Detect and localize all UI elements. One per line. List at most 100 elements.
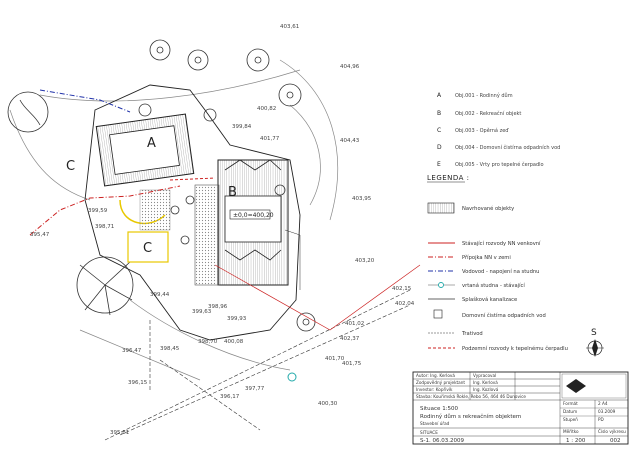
elevation-e8: 401,70 (325, 356, 345, 362)
building-a-label: A (147, 136, 156, 151)
svg-text:vrtaná studna - stávající: vrtaná studna - stávající (462, 282, 525, 289)
north-arrow: S (586, 328, 604, 357)
tree-1 (149, 39, 171, 61)
object-c-label-2: C (66, 159, 75, 174)
building-a (95, 113, 195, 187)
tb-stage-label: Stupeň (563, 417, 578, 422)
tree-4 (278, 83, 302, 107)
tb-row-3-val: Ing. Kozlová (473, 387, 499, 392)
elevation-e28: 402,04 (395, 301, 415, 307)
legend-item-wwtp: Domovní čistírna odpadních vod (433, 309, 546, 319)
elevation-e11: 399,93 (227, 316, 247, 322)
elevation-e1: 403,61 (280, 24, 299, 30)
tree-2 (187, 49, 209, 71)
svg-text:Splašková kanalizace: Splašková kanalizace (462, 296, 517, 303)
tb-sheet-label: Číslo výkresu (598, 429, 626, 434)
object-row-a: A Obj.001 - Rodinný dům (437, 92, 513, 99)
tb-row-3-key: Investor: Kopřivík (416, 387, 453, 392)
tb-drawing-title: Situace 1:500 (420, 406, 459, 412)
elevation-e14: 398,70 (198, 339, 218, 345)
elevation-e18: 396,15 (128, 380, 148, 386)
object-row-b: B Obj.002 - Rekreační objekt (437, 110, 521, 117)
tb-row-1-val: Vypracoval (473, 373, 496, 378)
svg-text:Trativod: Trativod (461, 331, 483, 337)
elevation-e21: 399,44 (150, 292, 170, 298)
elevation-e9: 401,02 (345, 321, 364, 327)
tb-format-value: 2 A4 (598, 401, 608, 406)
plot-boundary (84, 84, 301, 341)
tb-row-2-key: Zodpovědný projektant (416, 380, 465, 385)
elevation-e30: 395,47 (30, 232, 50, 238)
utility-lines (29, 89, 421, 331)
object-row-d: D Obj.004 - Domovní čistírna odpadních v… (437, 144, 560, 151)
svg-text:Obj.005 - Vrty pro tepelné čer: Obj.005 - Vrty pro tepelné čerpadlo (455, 161, 544, 168)
tb-scale-label: Měřítko (563, 429, 579, 434)
elevation-e12: 399,63 (192, 309, 212, 315)
elevation-e17: 396,17 (220, 394, 240, 400)
elevation-e5: 403,20 (355, 258, 375, 264)
elevation-e20: 396,47 (122, 348, 142, 354)
tb-date-value: 03.2009 (598, 409, 616, 414)
legend-title: LEGENDA : (427, 174, 470, 182)
svg-text:E: E (437, 161, 441, 168)
tree-large-2 (7, 91, 49, 133)
legend-item-nn-overhead: Stávající rozvody NN venkovní (428, 240, 541, 247)
tb-stage-value: PD (598, 417, 604, 422)
tree-5 (296, 312, 316, 332)
elevation-e27: 402,37 (340, 336, 360, 342)
object-row-e: E Obj.005 - Vrty pro tepelné čerpadlo (437, 161, 544, 168)
svg-text:Obj.001 - Rodinný dům: Obj.001 - Rodinný dům (455, 92, 513, 99)
well-marker (287, 372, 297, 382)
tree-3 (246, 48, 270, 72)
floor-level: ±0,0=400,20 (233, 212, 274, 219)
water-line (39, 89, 131, 113)
north-label: S (591, 328, 597, 338)
elevation-e3: 404,43 (340, 138, 360, 144)
building-b-label: B (228, 185, 237, 200)
svg-text:Obj.004 - Domovní čistírna odp: Obj.004 - Domovní čistírna odpadních vod (455, 144, 560, 151)
svg-text:D: D (437, 144, 442, 151)
svg-text:Domovní čistírna odpadních vod: Domovní čistírna odpadních vod (462, 312, 546, 319)
elevation-e24: 399,84 (232, 124, 252, 130)
elevation-e16: 397,77 (245, 386, 265, 392)
elevation-e26: 401,77 (260, 136, 280, 142)
legend-item-water: Vodovod - napojení na studnu (428, 268, 539, 275)
elevation-e15: 398,45 (160, 346, 180, 352)
svg-text:B: B (437, 110, 441, 117)
elevation-e7: 401,75 (342, 361, 362, 367)
tree-6 (203, 108, 217, 122)
object-c (119, 189, 171, 263)
elevation-e22: 399,59 (88, 208, 108, 214)
tb-address: Stavba: Kouřimská Rokle, Rebo 56, 464 46… (416, 394, 526, 399)
svg-text:Přípojka NN v zemi: Přípojka NN v zemi (462, 254, 511, 261)
tb-sheet-value: 002 (610, 438, 621, 444)
tree-7 (138, 103, 152, 117)
svg-text:Vodovod - napojení na studnu: Vodovod - napojení na studnu (462, 268, 539, 275)
elevation-e4: 403,95 (352, 196, 372, 202)
drain-line (284, 229, 301, 290)
object-c-label-1: C (143, 241, 152, 256)
object-row-c: C Obj.003 - Opěrná zeď (437, 127, 509, 134)
legend-item-nn-underground: Přípojka NN v zemi (428, 254, 511, 261)
tb-scale-value: 1 : 200 (566, 438, 586, 444)
tb-drawing-no: SITUACE (420, 430, 438, 435)
elevation-labels: 403,61 404,96 404,43 403,95 403,20 402,1… (30, 24, 415, 436)
nn-overhead-line (214, 264, 421, 331)
svg-text:Navrhované objekty: Navrhované objekty (462, 205, 514, 212)
legend-item-well: vrtaná studna - stávající (428, 282, 525, 289)
tree-large-1 (76, 256, 134, 316)
svg-text:Stávající rozvody NN venkovní: Stávající rozvody NN venkovní (462, 240, 541, 247)
legend-item-sewer: Splašková kanalizace (428, 296, 517, 303)
svg-text:Obj.003 - Opěrná zeď: Obj.003 - Opěrná zeď (455, 127, 509, 134)
heat-pump-line (169, 177, 216, 181)
elevation-e23: 400,08 (224, 339, 244, 345)
elevation-e2: 404,96 (340, 64, 360, 70)
tb-row-2-val: Ing. Kerlová (473, 380, 498, 385)
elevation-e6: 402,15 (392, 286, 412, 292)
nn-underground-line (29, 185, 181, 236)
building-b (194, 159, 289, 286)
legend-item-proposed: Navrhované objekty (427, 202, 514, 214)
elevation-e10: 400,30 (318, 401, 338, 407)
elevation-e19: 395,81 (110, 430, 129, 436)
